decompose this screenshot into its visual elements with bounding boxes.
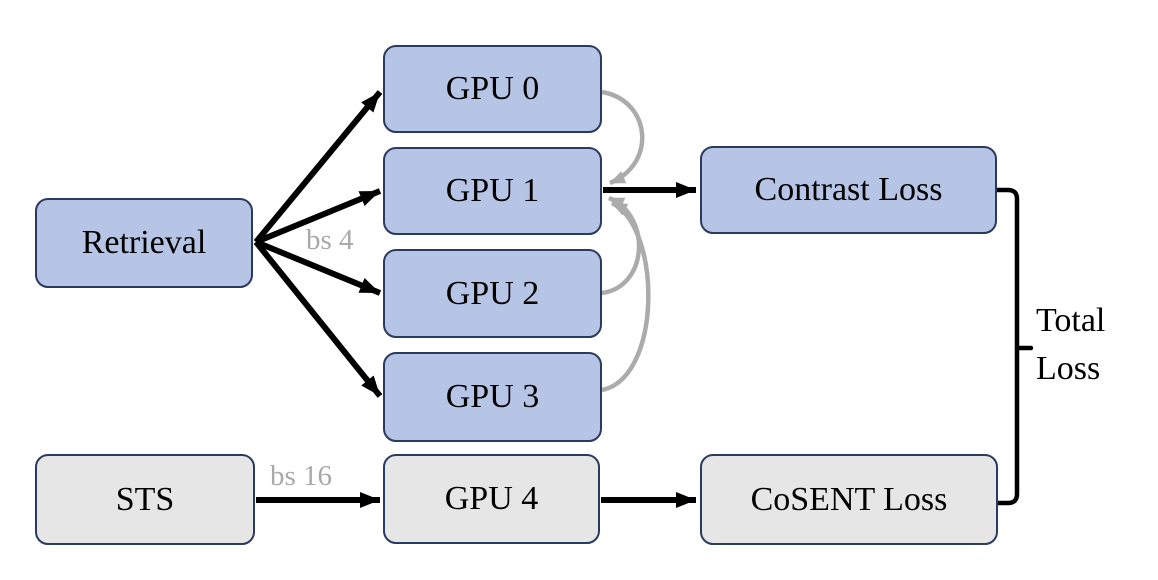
node-cosent-loss: CoSENT Loss xyxy=(700,454,998,545)
node-gpu-3: GPU 3 xyxy=(383,352,602,442)
node-gpu-4-label: GPU 4 xyxy=(444,480,539,517)
node-gpu-3-label: GPU 3 xyxy=(445,378,540,415)
node-gpu-1-label: GPU 1 xyxy=(445,172,540,209)
node-cosent-loss-label: CoSENT Loss xyxy=(750,480,948,518)
arc-gpu2-to-gpu1 xyxy=(601,195,642,296)
arrow-retrieval-to-gpu0 xyxy=(253,90,383,244)
arc-gpu0-to-gpu1 xyxy=(601,89,645,186)
total-loss-label: Total Loss xyxy=(1036,297,1105,393)
node-retrieval-label: Retrieval xyxy=(81,224,207,261)
node-gpu-0: GPU 0 xyxy=(383,45,602,133)
node-sts: STS xyxy=(35,454,255,545)
node-gpu-1: GPU 1 xyxy=(383,147,602,235)
node-contrast-loss: Contrast Loss xyxy=(700,146,997,234)
node-gpu-2-label: GPU 2 xyxy=(445,274,540,312)
node-sts-label: STS xyxy=(115,480,175,518)
node-gpu-2: GPU 2 xyxy=(383,249,602,338)
total-loss-line1: Total xyxy=(1036,302,1106,339)
edge-label-bs4: bs 4 xyxy=(306,224,354,256)
node-gpu-0-label: GPU 0 xyxy=(445,70,540,107)
arc-gpu3-to-gpu1 xyxy=(601,200,651,393)
total-loss-line2: Loss xyxy=(1036,350,1101,387)
total-loss-bracket xyxy=(994,187,1020,506)
node-contrast-loss-label: Contrast Loss xyxy=(754,171,943,208)
edge-label-bs16: bs 16 xyxy=(270,460,333,492)
arrow-retrieval-to-gpu3 xyxy=(253,240,383,398)
node-gpu-4: GPU 4 xyxy=(383,454,600,544)
node-retrieval: Retrieval xyxy=(35,198,253,288)
